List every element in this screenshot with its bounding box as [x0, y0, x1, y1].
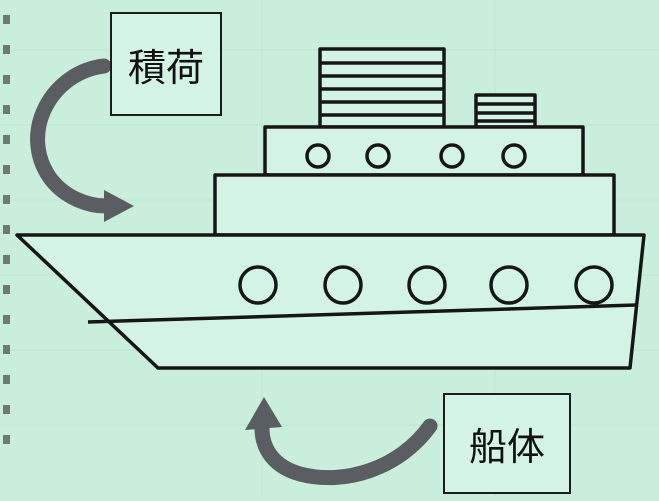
hull-label: 船体: [468, 425, 545, 469]
binding-marks: [3, 15, 10, 444]
ship: [15, 47, 646, 370]
cargo-label-box: 積荷: [110, 12, 222, 116]
hull: [15, 233, 646, 370]
arrow-down-right: [30, 58, 134, 222]
arrow-up: [245, 397, 438, 486]
hull-label-box: 船体: [443, 393, 571, 494]
cargo-label: 積荷: [127, 45, 204, 90]
middle-deck: [213, 173, 616, 237]
